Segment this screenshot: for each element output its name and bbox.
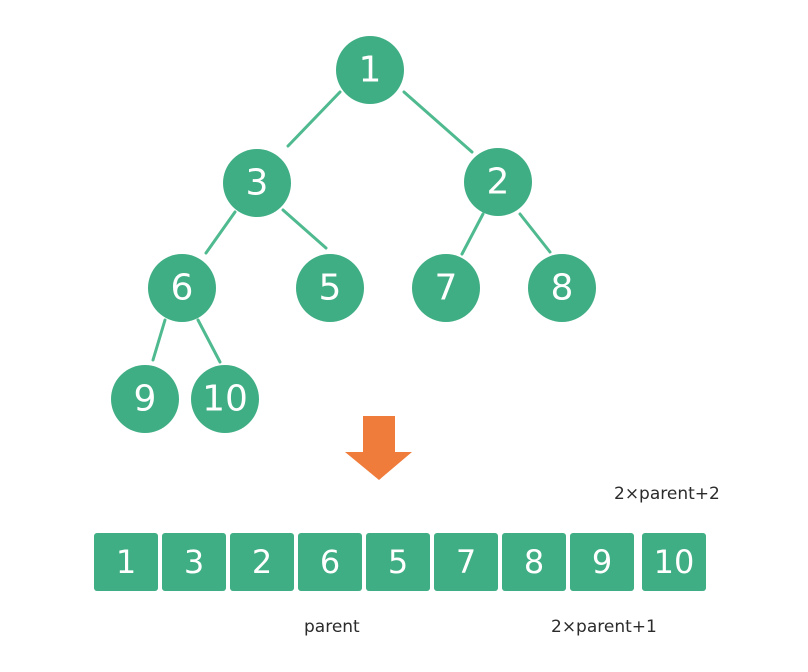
tree-edges xyxy=(151,90,552,364)
tree-node-label: 9 xyxy=(134,379,157,420)
tree-node-label: 3 xyxy=(246,163,269,204)
edge-2-8 xyxy=(518,212,552,254)
tree-node-3: 3 xyxy=(223,149,291,217)
down-arrow-icon xyxy=(345,416,412,480)
right-child-formula: 2×parent+2 xyxy=(614,484,720,504)
edge-3-6 xyxy=(204,210,237,255)
tree-node-1: 1 xyxy=(336,36,404,104)
edge-1-3 xyxy=(286,90,342,148)
tree-node-6: 6 xyxy=(148,254,216,322)
array-cell: 1 xyxy=(94,533,158,591)
tree-node-label: 5 xyxy=(319,268,342,309)
edge-6-9 xyxy=(151,318,167,362)
tree-node-10: 10 xyxy=(191,365,259,433)
tree-node-label: 7 xyxy=(435,268,458,309)
tree-node-5: 5 xyxy=(296,254,364,322)
tree-node-label: 1 xyxy=(359,50,382,91)
array-cell: 6 xyxy=(298,533,362,591)
tree-node-2: 2 xyxy=(464,148,532,216)
tree-node-9: 9 xyxy=(111,365,179,433)
edge-6-10 xyxy=(196,318,222,364)
edge-2-7 xyxy=(460,212,485,256)
array-cell: 3 xyxy=(162,533,226,591)
array-cell: 10 xyxy=(642,533,706,591)
parent-label: parent xyxy=(304,617,360,637)
tree-node-label: 6 xyxy=(171,268,194,309)
array-cell: 5 xyxy=(366,533,430,591)
array-cell: 9 xyxy=(570,533,634,591)
tree-node-label: 2 xyxy=(487,162,510,203)
tree-node-label: 10 xyxy=(202,379,248,420)
array-cell: 7 xyxy=(434,533,498,591)
edge-1-2 xyxy=(402,90,474,154)
tree-node-8: 8 xyxy=(528,254,596,322)
left-child-formula: 2×parent+1 xyxy=(551,617,657,637)
edge-3-5 xyxy=(281,208,328,250)
tree-node-label: 8 xyxy=(551,268,574,309)
array-cell: 8 xyxy=(502,533,566,591)
array-cell: 2 xyxy=(230,533,294,591)
tree-node-7: 7 xyxy=(412,254,480,322)
